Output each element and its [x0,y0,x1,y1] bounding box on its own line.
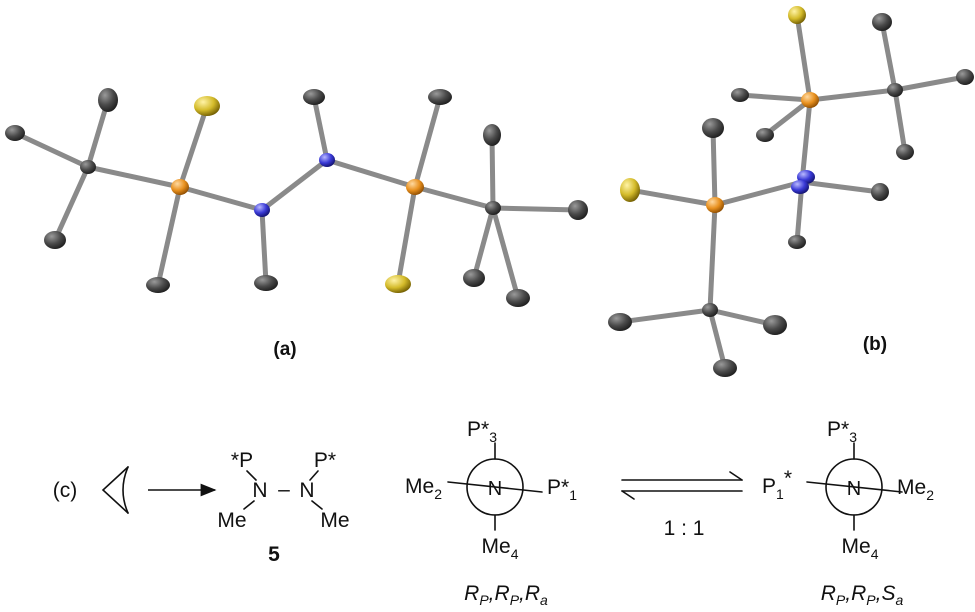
atom-carbon [756,128,774,142]
atom-carbon [146,277,170,293]
atom-sulfur [620,178,640,202]
atom-carbon [5,125,25,141]
atom-carbon [506,289,530,307]
newman-left-right: P*1 [547,476,577,503]
newman-left-config: RP,RP,Ra [464,582,548,608]
atom-sulfur [788,6,806,24]
newman-right-config: RP,RP,Sa [821,582,904,608]
newman-left-left: Me2 [405,475,442,502]
atom-carbon [887,83,903,97]
panel-b-structure: (b) [608,6,974,377]
atom-phosphorus [801,92,819,108]
panel-a-atoms [5,88,588,307]
viewer-eye-icon [101,466,129,514]
panel-a-structure: (a) [5,88,588,360]
compound-n-right: N [299,479,314,502]
atom-carbon [788,235,806,249]
atom-carbon [98,88,118,112]
atom-carbon [956,69,974,85]
panel-b-bonds [617,12,968,371]
atom-carbon [871,183,889,201]
newman-left-center: N [488,478,502,500]
panel-a-bonds [12,94,581,301]
atom-carbon [463,269,485,287]
compound-number: 5 [268,543,280,566]
atom-carbon [254,275,278,291]
compound-me-right: Me [320,509,349,532]
atom-nitrogen [254,203,270,217]
compound-me-left: Me [217,509,246,532]
compound-n-left: N [252,479,267,502]
atom-phosphorus [171,179,189,195]
atom-sulfur [385,275,411,293]
compound-p-left: *P [231,449,253,472]
atom-carbon [702,303,718,317]
atom-sulfur [194,96,220,116]
newman-right-bottom: Me4 [842,535,879,562]
panel-b-atoms [608,6,974,377]
atom-phosphorus [406,179,424,195]
atom-carbon [608,313,632,331]
atom-carbon [80,160,96,174]
atom-carbon [303,89,325,105]
atom-carbon [731,88,749,102]
atom-carbon [44,231,66,249]
atom-carbon [428,89,452,105]
newman-projection-right: N P*3 P1* Me2 Me4 RP,RP,Sa [762,418,934,608]
panel-c-label: (c) [53,479,78,502]
panel-a-label: (a) [273,339,296,360]
newman-right-right: Me2 [897,476,934,503]
newman-projection-left: N P*3 Me2 P*1 Me4 RP,RP,Ra [405,418,577,608]
atom-nitrogen [791,180,809,194]
newman-left-bottom: Me4 [482,535,519,562]
atom-carbon [713,359,737,377]
newman-right-top: P*3 [827,418,857,445]
compound-p-right: P* [314,449,336,472]
atom-nitrogen [319,153,335,167]
atom-carbon [896,144,914,160]
newman-right-center: N [847,478,861,500]
panel-c-scheme: (c) *P P* N – N Me Me 5 N P*3 [53,418,934,608]
atom-carbon [485,201,501,215]
compound-n-n-dash: – [278,478,290,501]
atom-carbon [568,200,588,220]
atom-phosphorus [706,197,724,213]
atom-carbon [702,118,724,138]
atom-carbon [483,124,501,146]
viewer-eye-icon [122,466,129,514]
atom-carbon [763,315,787,335]
equilibrium-ratio: 1 : 1 [664,517,705,540]
atom-carbon [872,13,892,31]
panel-b-label: (b) [863,334,887,355]
newman-left-top: P*3 [467,418,497,445]
equilibrium-arrows: 1 : 1 [621,471,743,540]
compound-5: *P P* N – N Me Me 5 [217,449,349,566]
newman-right-left: P1* [762,467,792,502]
